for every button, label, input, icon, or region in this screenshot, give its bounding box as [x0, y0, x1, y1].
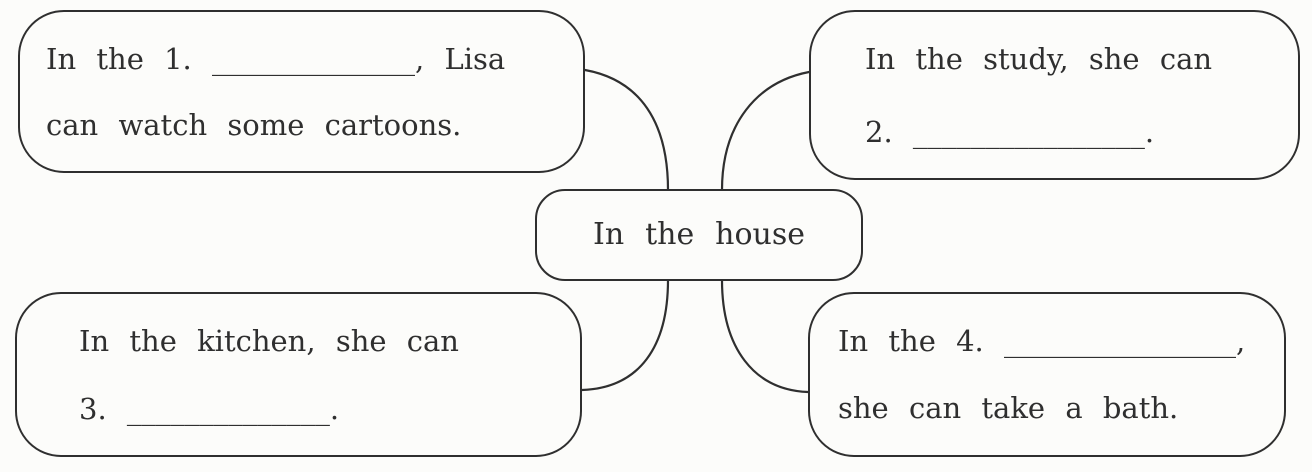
node-bottom-left-line-1: In the kitchen, she can [79, 323, 459, 358]
connector-bottom-left [580, 278, 670, 392]
node-bottom-right-line-2: she can take a bath. [838, 391, 1179, 425]
node-top-left-line-2: can watch some cartoons. [46, 107, 462, 142]
node-bottom-right-line-1: In the 4. ________________, [838, 324, 1246, 358]
node-top-right-line-2: 2. ________________. [865, 114, 1155, 149]
node-top-right: In the study, she can 2. _______________… [809, 10, 1300, 180]
node-top-left-line-1: In the 1. ______________, Lisa [46, 41, 506, 76]
node-center: In the house [535, 189, 863, 281]
node-top-left: In the 1. ______________, Lisa can watch… [18, 10, 585, 173]
node-bottom-right: In the 4. ________________, she can take… [808, 292, 1286, 457]
node-center-label: In the house [592, 217, 806, 252]
node-bottom-left-line-2: 3. ______________. [79, 391, 340, 426]
node-bottom-left: In the kitchen, she can 3. _____________… [15, 292, 582, 457]
connector-bottom-right [720, 278, 810, 394]
connector-top-left [583, 68, 670, 192]
node-top-right-line-1: In the study, she can [865, 41, 1213, 76]
connector-top-right [720, 70, 811, 192]
